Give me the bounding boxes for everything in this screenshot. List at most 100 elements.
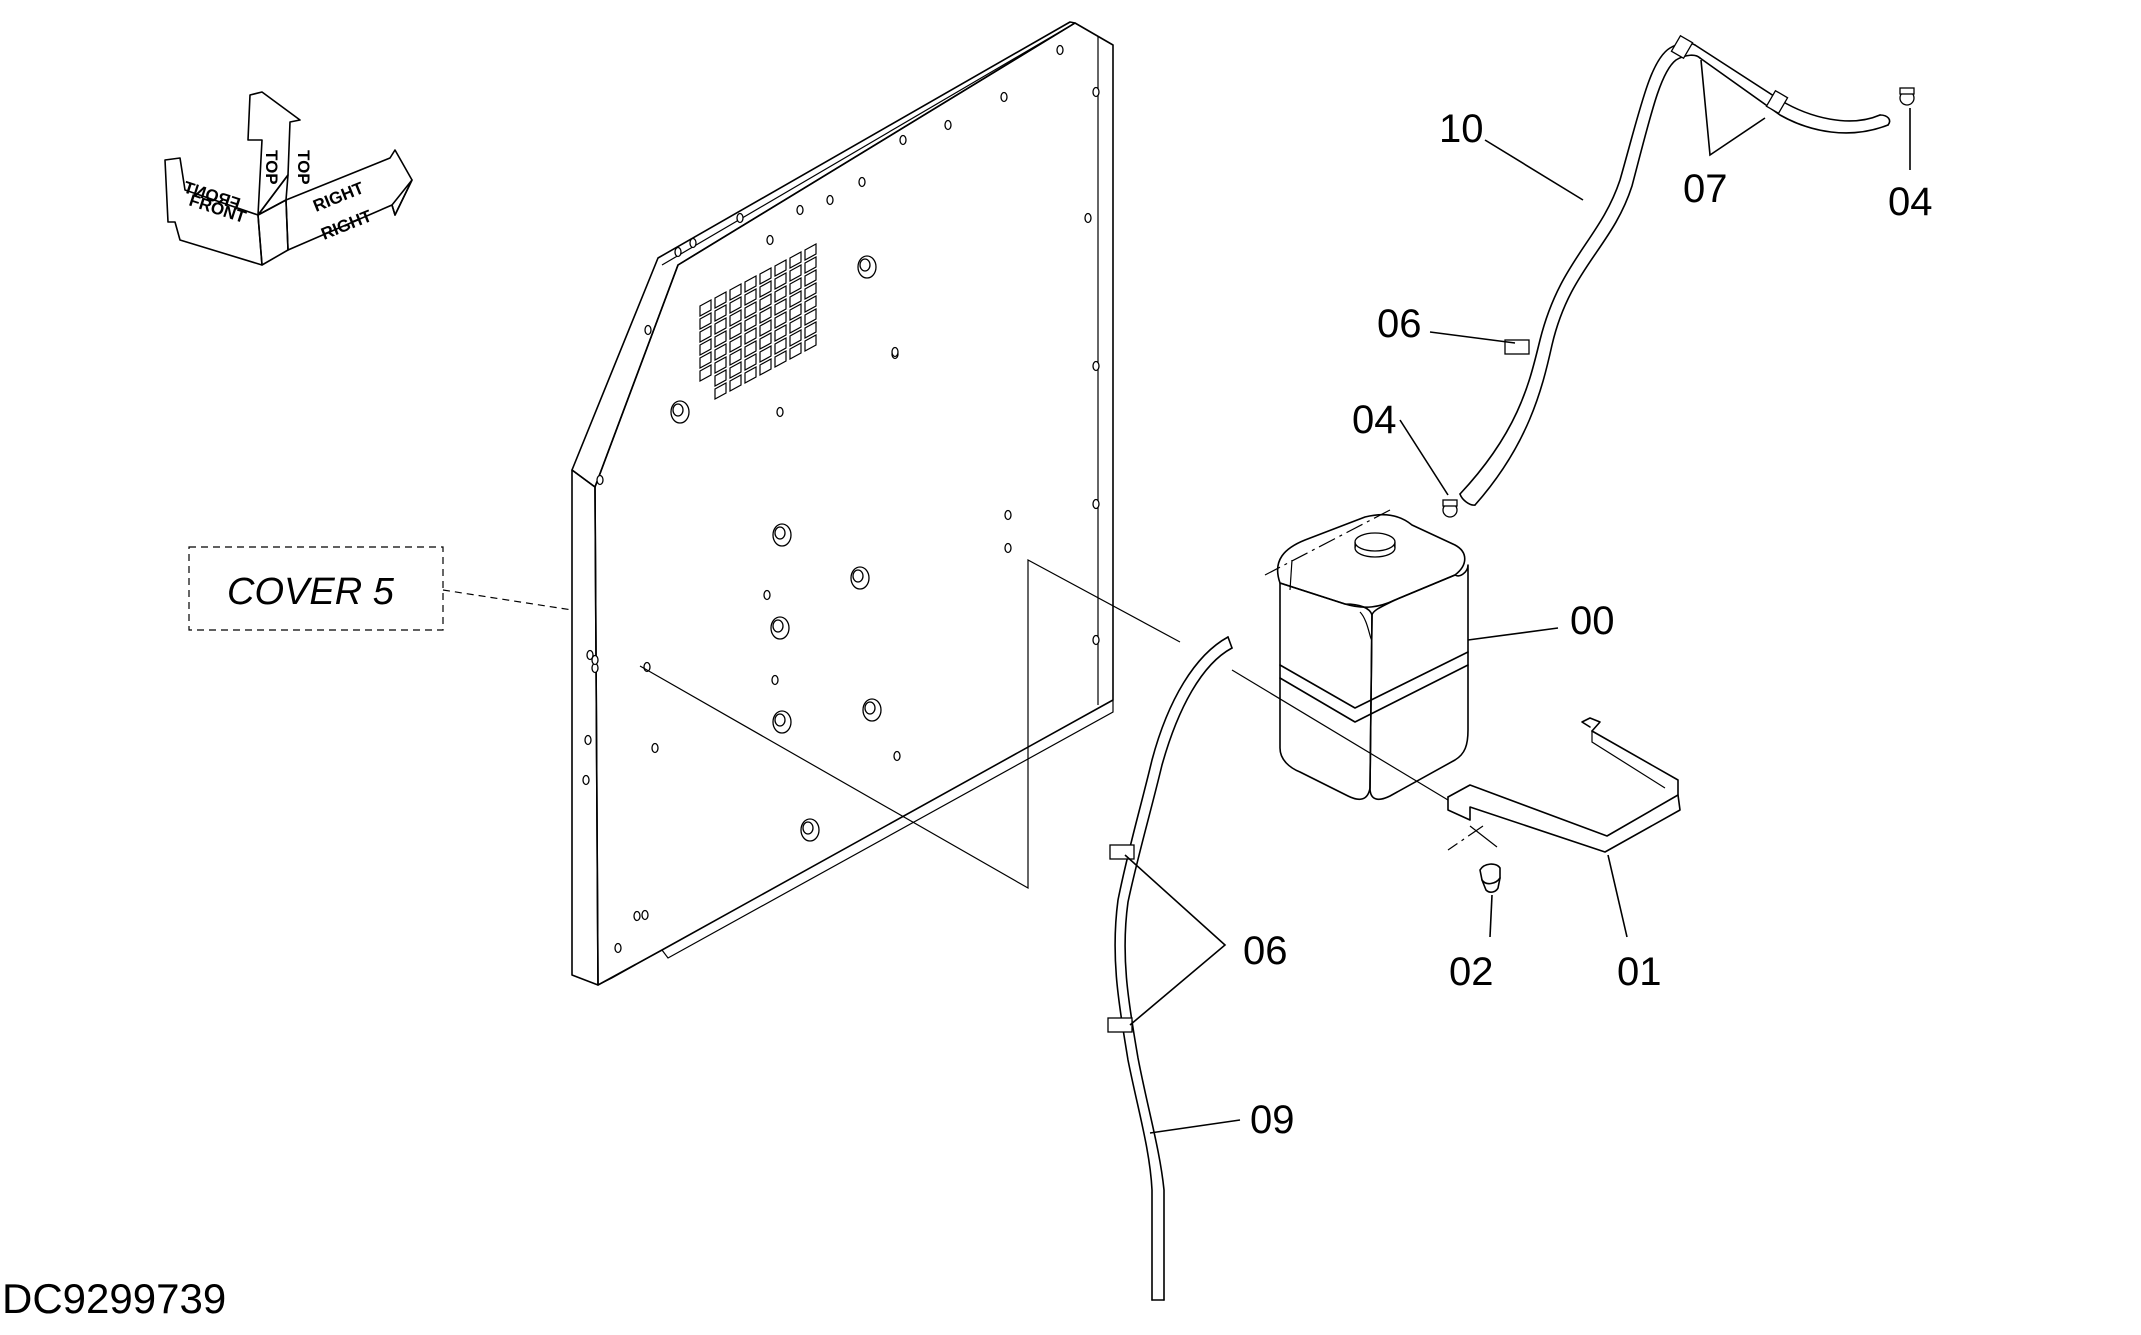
grille-slot — [699, 298, 712, 318]
grille-slot — [714, 303, 727, 323]
grille-slot — [714, 329, 727, 349]
grille-slot — [804, 242, 817, 262]
grille-slot — [729, 360, 742, 380]
mounting-hole — [1000, 91, 1008, 103]
grille-slot — [789, 289, 802, 309]
standoff-boss — [670, 400, 690, 424]
tank-bracket — [1447, 717, 1681, 853]
mounting-hole — [674, 246, 682, 258]
grille-slot — [714, 355, 727, 375]
standoff-boss — [857, 255, 877, 279]
grille-slot — [699, 337, 712, 357]
mounting-hole — [1092, 86, 1100, 98]
mounting-hole — [614, 942, 622, 954]
grille-slot — [744, 365, 757, 385]
grille-slot — [714, 342, 727, 362]
mounting-hole — [586, 649, 594, 661]
standoff-boss — [772, 710, 792, 734]
mounting-hole — [771, 674, 779, 686]
panel-grille — [699, 242, 817, 401]
grille-slot — [774, 349, 787, 369]
document-id: DC9299739 — [2, 1275, 227, 1322]
grille-slot — [729, 282, 742, 302]
callout-leaders — [1124, 59, 1911, 1134]
grille-slot — [744, 352, 757, 372]
grille-slot — [759, 292, 772, 312]
grille-slot — [714, 381, 727, 401]
cover-reference-box: COVER 5 — [188, 546, 573, 631]
callout-00: 00 — [1570, 599, 1615, 643]
grille-slot — [744, 326, 757, 346]
callout-02: 02 — [1449, 950, 1494, 994]
grille-slot — [789, 276, 802, 296]
grille-slot — [804, 320, 817, 340]
grille-slot — [789, 315, 802, 335]
grille-slot — [729, 308, 742, 328]
grille-slot — [699, 363, 712, 383]
grille-slot — [759, 305, 772, 325]
assembly-center-lines — [639, 509, 1498, 890]
mounting-hole — [1056, 44, 1064, 56]
mounting-hole — [858, 176, 866, 188]
panel-holes — [582, 44, 1100, 954]
grille-slot — [729, 373, 742, 393]
mounting-hole — [633, 910, 641, 922]
grille-slot — [804, 333, 817, 353]
panel-bosses — [670, 255, 882, 842]
grille-slot — [774, 284, 787, 304]
callout-04-top: 04 — [1888, 180, 1933, 224]
grille-slot — [699, 350, 712, 370]
grille-slot — [789, 263, 802, 283]
callout-10: 10 — [1439, 107, 1484, 151]
grille-slot — [774, 336, 787, 356]
mounting-hole — [893, 750, 901, 762]
mounting-hole — [944, 119, 952, 131]
grille-slot — [759, 279, 772, 299]
grille-slot — [789, 302, 802, 322]
mounting-hole — [776, 406, 784, 418]
grille-slot — [804, 255, 817, 275]
hose-10 — [1459, 34, 1891, 506]
callout-09: 09 — [1250, 1098, 1295, 1142]
reservoir-tank — [1276, 513, 1469, 801]
grille-slot — [804, 294, 817, 314]
grille-slot — [744, 300, 757, 320]
standoff-boss — [850, 566, 870, 590]
grille-slot — [699, 311, 712, 331]
grille-slot — [714, 290, 727, 310]
mounting-hole — [641, 909, 649, 921]
mounting-hole — [899, 134, 907, 146]
mounting-hole — [891, 346, 899, 358]
grille-slot — [774, 297, 787, 317]
grille-slot — [774, 258, 787, 278]
grille-slot — [729, 321, 742, 341]
grille-slot — [759, 318, 772, 338]
grille-slot — [804, 307, 817, 327]
grille-slot — [744, 274, 757, 294]
mounting-hole — [766, 234, 774, 246]
mounting-hole — [591, 654, 599, 666]
grille-slot — [744, 313, 757, 333]
hose-clamp-mid — [1442, 499, 1458, 518]
orientation-top-label: TOP — [262, 150, 281, 185]
mounting-hole — [584, 734, 592, 746]
mounting-hole — [1092, 360, 1100, 372]
grille-slot — [759, 344, 772, 364]
standoff-boss — [772, 523, 792, 547]
grille-slot — [759, 266, 772, 286]
mounting-hole — [596, 474, 604, 486]
grille-slot — [759, 357, 772, 377]
grille-slot — [744, 287, 757, 307]
mounting-hole — [689, 237, 697, 249]
standoff-boss — [800, 818, 820, 842]
grille-slot — [714, 316, 727, 336]
grille-slot — [774, 310, 787, 330]
grille-slot — [789, 328, 802, 348]
standoff-boss — [770, 616, 790, 640]
callout-01: 01 — [1617, 950, 1662, 994]
grille-slot — [804, 281, 817, 301]
mounting-hole — [1004, 509, 1012, 521]
mounting-hole — [651, 742, 659, 754]
hose-09 — [1107, 636, 1233, 1301]
